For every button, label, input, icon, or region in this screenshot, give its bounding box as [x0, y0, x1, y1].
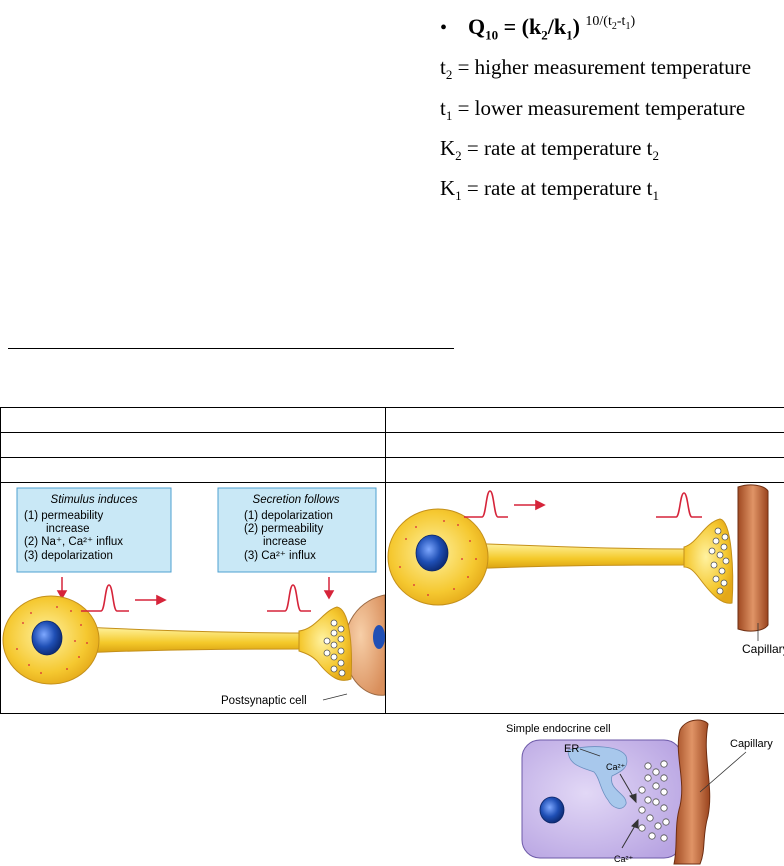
- def-tail-sub: 2: [653, 148, 660, 163]
- def-symbol: K: [440, 176, 455, 200]
- exp-part-c: ): [630, 14, 635, 29]
- stimulus-item: (1) permeability: [24, 510, 103, 522]
- definition-k1: K1 = rate at temperature t1: [440, 172, 780, 212]
- figure-table: Stimulus induces (1) permeability increa…: [0, 407, 784, 714]
- q-sub: 10: [485, 27, 498, 42]
- table-cell: [386, 408, 784, 433]
- stimulus-title: Stimulus induces: [51, 494, 138, 506]
- postsynaptic-label: Postsynaptic cell: [221, 695, 307, 707]
- ca-inner-label: Ca²⁺: [606, 762, 626, 772]
- definition-t1: t1 = lower measurement temperature: [440, 92, 780, 132]
- right-arrow-icon: [135, 596, 165, 604]
- secretion-title: Secretion follows: [253, 494, 340, 506]
- capillary: [738, 485, 768, 631]
- right-arrow-icon: [514, 501, 544, 509]
- table-cell: [386, 433, 784, 458]
- def-text: = rate at temperature: [462, 136, 647, 160]
- def-symbol: K: [440, 136, 455, 160]
- q10-equation: •Q10 = (k2/k1) 10/(t2-t1): [440, 6, 780, 51]
- action-potential-icon: [81, 585, 311, 611]
- table-row: [1, 458, 784, 483]
- stimulus-item: (3) depolarization: [24, 550, 113, 562]
- horizontal-rule: [8, 348, 454, 349]
- stimulus-item: (2) Na⁺, Ca²⁺ influx: [24, 536, 123, 548]
- axon: [466, 543, 686, 569]
- table-row: [1, 433, 784, 458]
- table-cell: [1, 458, 386, 483]
- q10-formula-block: •Q10 = (k2/k1) 10/(t2-t1) t2 = higher me…: [440, 6, 780, 212]
- q10-exponent: 10/(t2-t1): [585, 14, 635, 29]
- neuron-figure-cell: Stimulus induces (1) permeability increa…: [1, 483, 386, 714]
- table-row: [1, 408, 784, 433]
- endocrine-cell-diagram: Simple endocrine cell Capillary ER Ca²⁺ …: [502, 716, 782, 866]
- er-label: ER: [564, 743, 579, 755]
- eq-part-c: ): [573, 14, 586, 39]
- def-text: = rate at temperature: [462, 176, 647, 200]
- ca-outer-label: Ca²⁺: [614, 854, 634, 864]
- endocrine-nucleus: [540, 797, 564, 823]
- neurosecretory-diagram: Capillary: [386, 483, 784, 713]
- table-cell: [1, 408, 386, 433]
- table-cell: [386, 458, 784, 483]
- eq-part-a: = (k: [498, 14, 541, 39]
- figure-row: Stimulus induces (1) permeability increa…: [1, 483, 784, 714]
- def-text: = lower measurement temperature: [452, 96, 745, 120]
- secretion-item: (1) depolarization: [244, 510, 333, 522]
- action-potential-icon: [464, 491, 702, 517]
- table-cell: [1, 433, 386, 458]
- exp-part-a: 10/(t: [585, 14, 611, 29]
- capillary-label: Capillary: [742, 642, 784, 656]
- def-tail-sub: 1: [653, 188, 660, 203]
- neurosecretory-figure-cell: Capillary: [386, 483, 784, 714]
- capillary-label: Capillary: [730, 738, 773, 750]
- secretion-item: increase: [263, 536, 306, 548]
- neuron-diagram: Stimulus induces (1) permeability increa…: [1, 483, 385, 713]
- definition-k2: K2 = rate at temperature t2: [440, 132, 780, 172]
- neurosecretory-nucleus: [416, 535, 448, 571]
- postsynaptic-nucleus: [373, 625, 385, 649]
- axon: [83, 627, 301, 653]
- def-text: = higher measurement temperature: [452, 55, 751, 79]
- eq-part-b: /k: [548, 14, 566, 39]
- q-symbol: Q: [468, 14, 485, 39]
- bullet: •: [440, 12, 468, 44]
- endocrine-title: Simple endocrine cell: [506, 723, 611, 735]
- stimulus-item: increase: [46, 523, 89, 535]
- definition-t2: t2 = higher measurement temperature: [440, 51, 780, 91]
- secretion-item: (2) permeability: [244, 523, 323, 535]
- neuron-nucleus: [32, 621, 62, 655]
- secretion-item: (3) Ca²⁺ influx: [244, 550, 316, 562]
- label-leader-line: [323, 694, 347, 700]
